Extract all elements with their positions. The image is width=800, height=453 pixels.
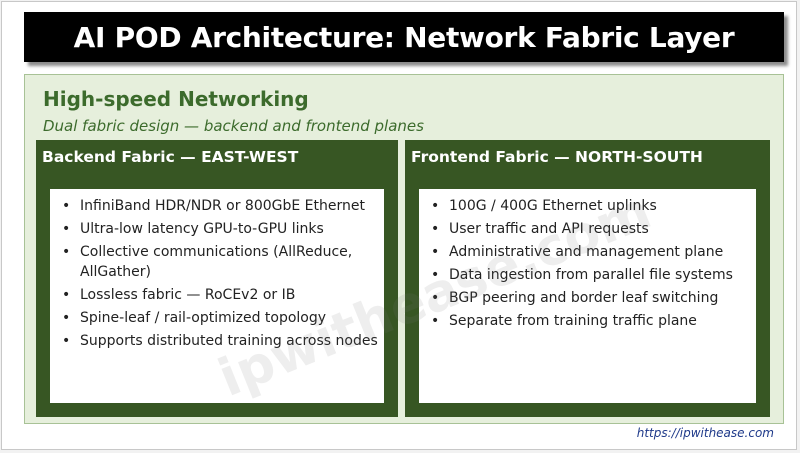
list-item-text: BGP peering and border leaf switching: [449, 290, 719, 306]
section-title: High-speed Networking: [43, 87, 309, 111]
list-item: • Supports distributed training across no…: [50, 331, 384, 351]
list-item: • Data ingestion from parallel file syste…: [419, 265, 756, 285]
bullet-icon: •: [62, 221, 71, 237]
backend-fabric-list: • InfiniBand HDR/NDR or 800GbE Ethernet •…: [50, 196, 384, 351]
list-item-text: Collective communications (AllReduce, Al…: [80, 244, 353, 280]
bullet-icon: •: [431, 313, 440, 329]
bullet-icon: •: [62, 333, 71, 349]
frontend-fabric-body: • 100G / 400G Ethernet uplinks • User traf…: [419, 189, 756, 403]
list-item-text: Spine-leaf / rail-optimized topology: [80, 310, 327, 326]
page-title: AI POD Architecture: Network Fabric Laye…: [73, 20, 735, 54]
frontend-fabric-title: Frontend Fabric — NORTH-SOUTH: [411, 148, 703, 166]
list-item-text: Separate from training traffic plane: [449, 313, 697, 329]
list-item: • BGP peering and border leaf switching: [419, 288, 756, 308]
bullet-icon: •: [431, 290, 440, 306]
source-url: https://ipwithease.com: [636, 426, 774, 440]
section-subtitle: Dual fabric design — backend and fronten…: [43, 117, 424, 135]
frontend-fabric-box: Frontend Fabric — NORTH-SOUTH • 100G / 40…: [405, 140, 770, 417]
bullet-icon: •: [431, 267, 440, 283]
list-item-text: Administrative and management plane: [449, 244, 724, 260]
list-item-text: Lossless fabric — RoCEv2 or IB: [80, 287, 296, 303]
title-banner: AI POD Architecture: Network Fabric Laye…: [24, 12, 784, 62]
backend-fabric-title: Backend Fabric — EAST-WEST: [42, 148, 299, 166]
list-item: • Ultra-low latency GPU-to-GPU links: [50, 219, 384, 239]
list-item: • InfiniBand HDR/NDR or 800GbE Ethernet: [50, 196, 384, 216]
bullet-icon: •: [431, 244, 440, 260]
bullet-icon: •: [62, 287, 71, 303]
bullet-icon: •: [431, 221, 440, 237]
bullet-icon: •: [62, 244, 71, 260]
list-item: • User traffic and API requests: [419, 219, 756, 239]
list-item-text: Ultra-low latency GPU-to-GPU links: [80, 221, 324, 237]
list-item: • Administrative and management plane: [419, 242, 756, 262]
list-item: • Lossless fabric — RoCEv2 or IB: [50, 285, 384, 305]
list-item-text: Data ingestion from parallel file system…: [449, 267, 733, 283]
networking-panel: High-speed Networking Dual fabric design…: [24, 74, 784, 424]
list-item: • 100G / 400G Ethernet uplinks: [419, 196, 756, 216]
list-item-text: Supports distributed training across nod…: [80, 333, 378, 349]
backend-fabric-body: • InfiniBand HDR/NDR or 800GbE Ethernet •…: [50, 189, 384, 403]
list-item: • Spine-leaf / rail-optimized topology: [50, 308, 384, 328]
list-item-text: InfiniBand HDR/NDR or 800GbE Ethernet: [80, 198, 365, 214]
list-item-text: User traffic and API requests: [449, 221, 649, 237]
bullet-icon: •: [62, 198, 71, 214]
bullet-icon: •: [431, 198, 440, 214]
frontend-fabric-list: • 100G / 400G Ethernet uplinks • User traf…: [419, 196, 756, 331]
list-item-text: 100G / 400G Ethernet uplinks: [449, 198, 657, 214]
list-item: • Collective communications (AllReduce, A…: [50, 242, 384, 282]
backend-fabric-box: Backend Fabric — EAST-WEST • InfiniBand H…: [36, 140, 398, 417]
list-item: • Separate from training traffic plane: [419, 311, 756, 331]
bullet-icon: •: [62, 310, 71, 326]
